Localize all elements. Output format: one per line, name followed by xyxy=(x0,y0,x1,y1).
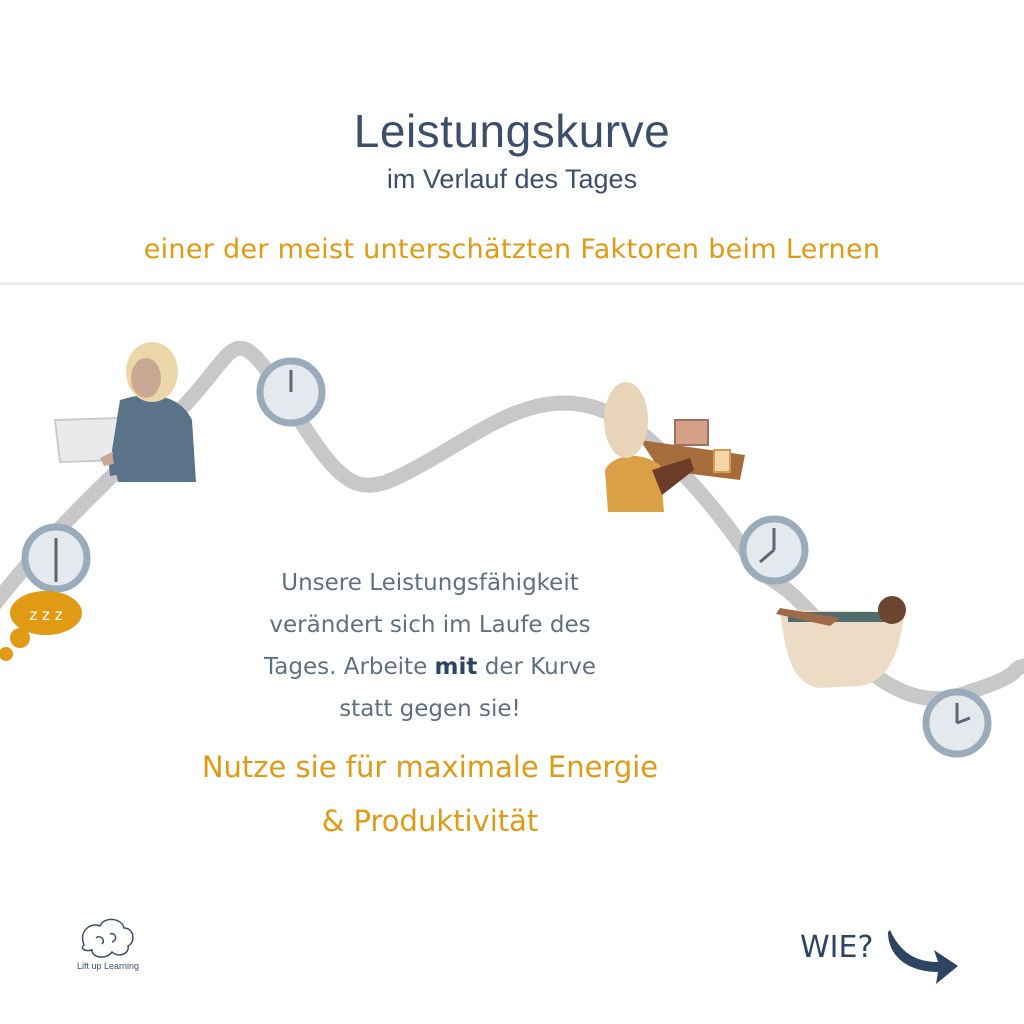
page-title: Leistungskurve xyxy=(353,105,671,157)
tagline: einer der meist unterschätzten Faktoren … xyxy=(143,234,881,265)
clock-icon xyxy=(21,523,91,593)
body-line-part: Tages. Arbeite xyxy=(264,654,435,680)
body-line: verändert sich im Laufe des xyxy=(269,612,591,638)
woman-desk-figure xyxy=(604,382,745,512)
brain-logo-icon xyxy=(81,918,134,958)
next-label[interactable]: WIE? xyxy=(800,930,874,965)
woman-laptop-figure xyxy=(53,342,196,482)
header-divider xyxy=(0,282,1024,285)
cta-line: & Produktivität xyxy=(321,804,539,838)
sleep-bubble-icon: z z z xyxy=(0,591,82,661)
clock-icon xyxy=(256,357,326,427)
body-line: Unsere Leistungsfähigkeit xyxy=(281,570,579,596)
page-subtitle: im Verlauf des Tages xyxy=(386,164,638,194)
clock-icon xyxy=(739,515,809,585)
clock-icon xyxy=(922,688,992,758)
sleep-bubble-text: z z z xyxy=(29,606,62,624)
woman-bathtub-figure xyxy=(776,596,906,688)
emphasis-word: mit xyxy=(434,654,478,680)
logo-text: Lift up Learning xyxy=(76,961,140,971)
body-text: Unsere Leistungsfähigkeit verändert sich… xyxy=(200,562,660,730)
performance-curve xyxy=(0,340,1024,707)
body-line: Tages. Arbeite mit der Kurve xyxy=(200,646,660,688)
cta-line: Nutze sie für maximale Energie xyxy=(201,750,659,784)
curved-arrow-icon xyxy=(888,930,958,984)
body-line: statt gegen sie! xyxy=(339,696,521,722)
body-line-part: der Kurve xyxy=(477,654,596,680)
cta-text: Nutze sie für maximale Energie & Produkt… xyxy=(170,740,690,848)
